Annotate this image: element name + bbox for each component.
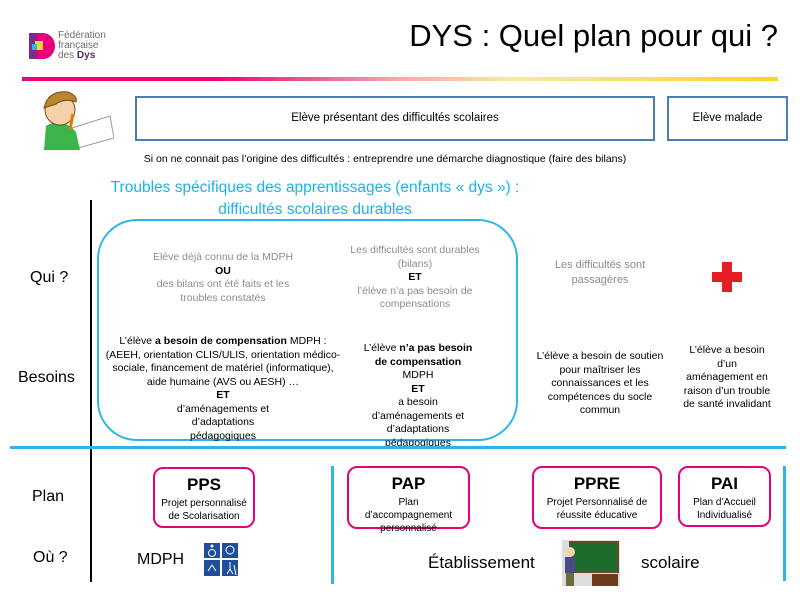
sick-student-label: Elève malade [692,112,763,124]
qui-col2: Les difficultés sont durables (bilans) E… [350,244,480,312]
plan-pps-abbr: PPS [186,475,222,494]
plan-ppre: PPRE Projet Personnalisé de réussite édu… [532,466,662,529]
qui-col3: Les difficultés sont passagères [554,259,646,286]
logo-line2: française [58,40,99,51]
besoins-col1-b: a besoin de compensation [155,335,287,347]
student-difficulties-box: Elève présentant des difficultés scolair… [135,96,655,141]
ffdys-logo: Fédération française des Dys [27,31,127,63]
dys-title-line2: difficultés scolaires durables [218,201,412,218]
row-label-plan: Plan [32,488,65,505]
qui-col1-or: OU [215,264,231,277]
diagnostic-note: Si on ne connait pas l’origine des diffi… [143,153,627,165]
teacher-illustration [562,540,620,586]
plan-pai-name: Plan d’Accueil Individualisé [693,497,756,521]
dys-title-line1: Troubles spécifiques des apprentissages … [110,179,520,196]
plan-pap: PAP Plan d’accompagnement personnalisé [347,466,470,534]
qui-col2-c: l’élève n’a pas besoin de compensations [357,284,473,311]
logo-line1: Fédération [58,30,106,41]
gradient-divider [22,77,778,81]
student-difficulties-label: Elève présentant des difficultés scolair… [291,112,499,124]
besoins-col2-c: MDPH [402,369,434,381]
besoins-col1-d: (AEEH, orientation CLIS/ULIS, orientatio… [105,348,341,388]
plan-pps-name: Projet personnalisé de Scolarisation [161,498,247,522]
besoins-col1-c: MDPH : [286,335,327,347]
logo-line3a: des [58,50,77,61]
cyan-divider-mdph [331,466,334,584]
plan-ppre-name: Projet Personnalisé de réussite éducativ… [546,497,648,521]
besoins-col2: L’élève n’a pas besoin de compensation M… [358,342,478,450]
ou-mdph: MDPH [137,551,185,568]
plan-pai-abbr: PAI [710,474,739,493]
logo-line3b: Dys [76,50,96,61]
cyan-horizontal-divider [10,446,786,449]
besoins-col1: L’élève a besoin de compensation MDPH : … [103,335,343,443]
disability-icons [204,543,238,576]
qui-col2-and: ET [408,271,422,283]
dys-rounded-frame [97,219,518,441]
qui-col1-c: des bilans ont été faits et les troubles… [156,278,290,304]
dys-title: Troubles spécifiques des apprentissages … [80,177,550,221]
besoins-col2-e: a besoin d’aménagements et d’adaptations… [371,396,465,449]
row-label-qui: Qui ? [30,269,69,286]
plan-ppre-abbr: PPRE [573,474,621,493]
besoins-col2-and: ET [411,382,425,395]
sick-student-box: Elève malade [667,96,788,141]
plan-pps: PPS Projet personnalisé de Scolarisation [153,467,255,528]
row-label-ou: Où ? [33,549,68,566]
qui-col1: Elève déjà connu de la MDPH OU des bilan… [148,251,298,305]
besoins-col1-and: ET [216,389,230,401]
plan-pap-abbr: PAP [391,474,426,493]
besoins-col1-a: L’élève [119,335,156,347]
vertical-axis-line [90,200,92,582]
cyan-divider-right [783,466,786,581]
ou-etablissement: Établissement [428,553,535,572]
qui-col1-a: Elève déjà connu de la MDPH [152,251,294,263]
row-label-besoins: Besoins [18,369,75,386]
qui-col2-a: Les difficultés sont durables (bilans) [350,244,480,270]
plan-pai: PAI Plan d’Accueil Individualisé [678,466,771,527]
child-writing-illustration [43,91,114,150]
logo-d-icon [29,33,55,59]
besoins-col2-b: n’a pas besoin de compensation [374,342,473,368]
page-title: DYS : Quel plan pour qui ? [409,18,778,53]
besoins-col4: L’élève a besoin d’un aménagement en rai… [683,344,771,410]
besoins-col1-f: d’aménagements et d’adaptations pédagogi… [176,402,270,442]
besoins-col2-a: L’élève [363,342,400,354]
besoins-col3: L’élève a besoin de soutien pour maîtris… [536,350,664,416]
plan-pap-name: Plan d’accompagnement personnalisé [364,497,453,534]
ou-scolaire: scolaire [641,553,700,572]
red-cross-icon [712,262,742,292]
